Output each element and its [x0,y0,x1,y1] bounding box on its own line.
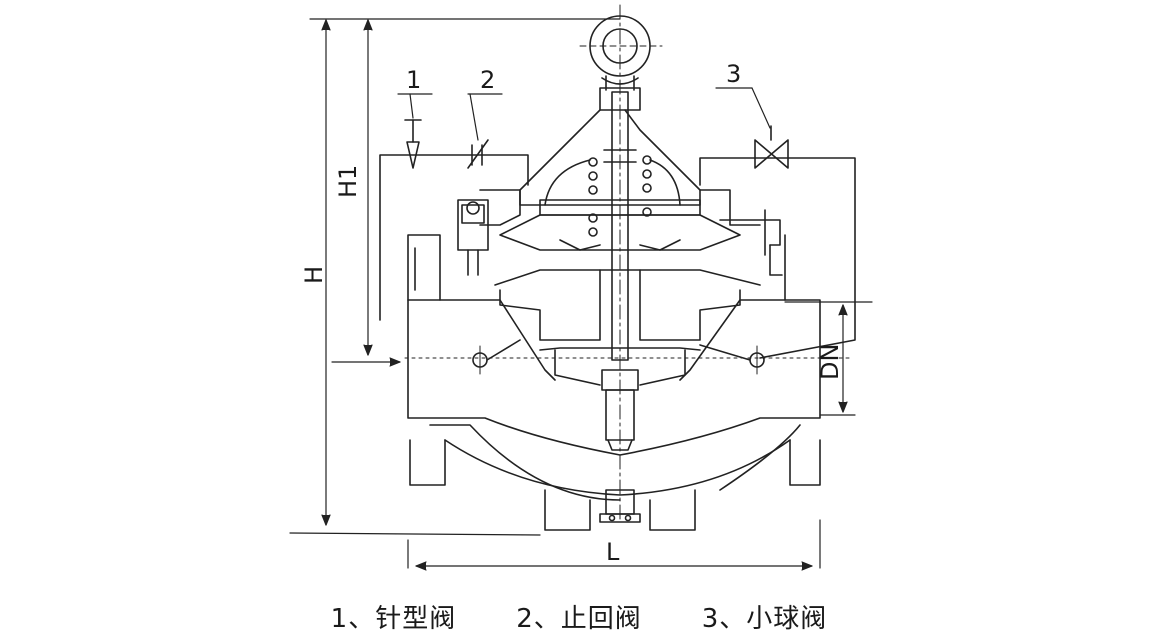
dimension-lines [289,18,873,571]
valve-diagram: 1 2 3 H H1 DN L [289,4,873,571]
diaphragm [499,199,741,251]
legend: 1、针型阀 2、止回阀 3、小球阀 [0,598,1158,638]
legend-item-needle-valve: 1、针型阀 [330,604,457,634]
dimension-l: L [606,538,620,566]
upper-body [479,189,761,341]
legend-item-ball-valve: 3、小球阀 [701,604,828,634]
left-fitting [457,199,489,276]
dimension-h1: H1 [334,165,362,198]
ball-valve-symbol [754,125,789,169]
valve-cover [519,109,701,237]
dimension-dn: DN [816,344,844,380]
needle-valve-symbol [404,119,422,169]
callout-leaders [397,87,771,141]
right-fitting [719,209,783,276]
callout-2: 2 [480,66,495,94]
valve-stem [599,87,641,361]
check-valve-symbol [467,139,489,169]
legend-item-check-valve: 2、止回阀 [516,604,642,634]
dimension-h: H [300,266,328,284]
right-piping [699,157,856,359]
callout-3: 3 [726,60,741,88]
lifting-eye [579,15,663,91]
valve-body [407,234,821,531]
callout-1: 1 [406,66,421,94]
